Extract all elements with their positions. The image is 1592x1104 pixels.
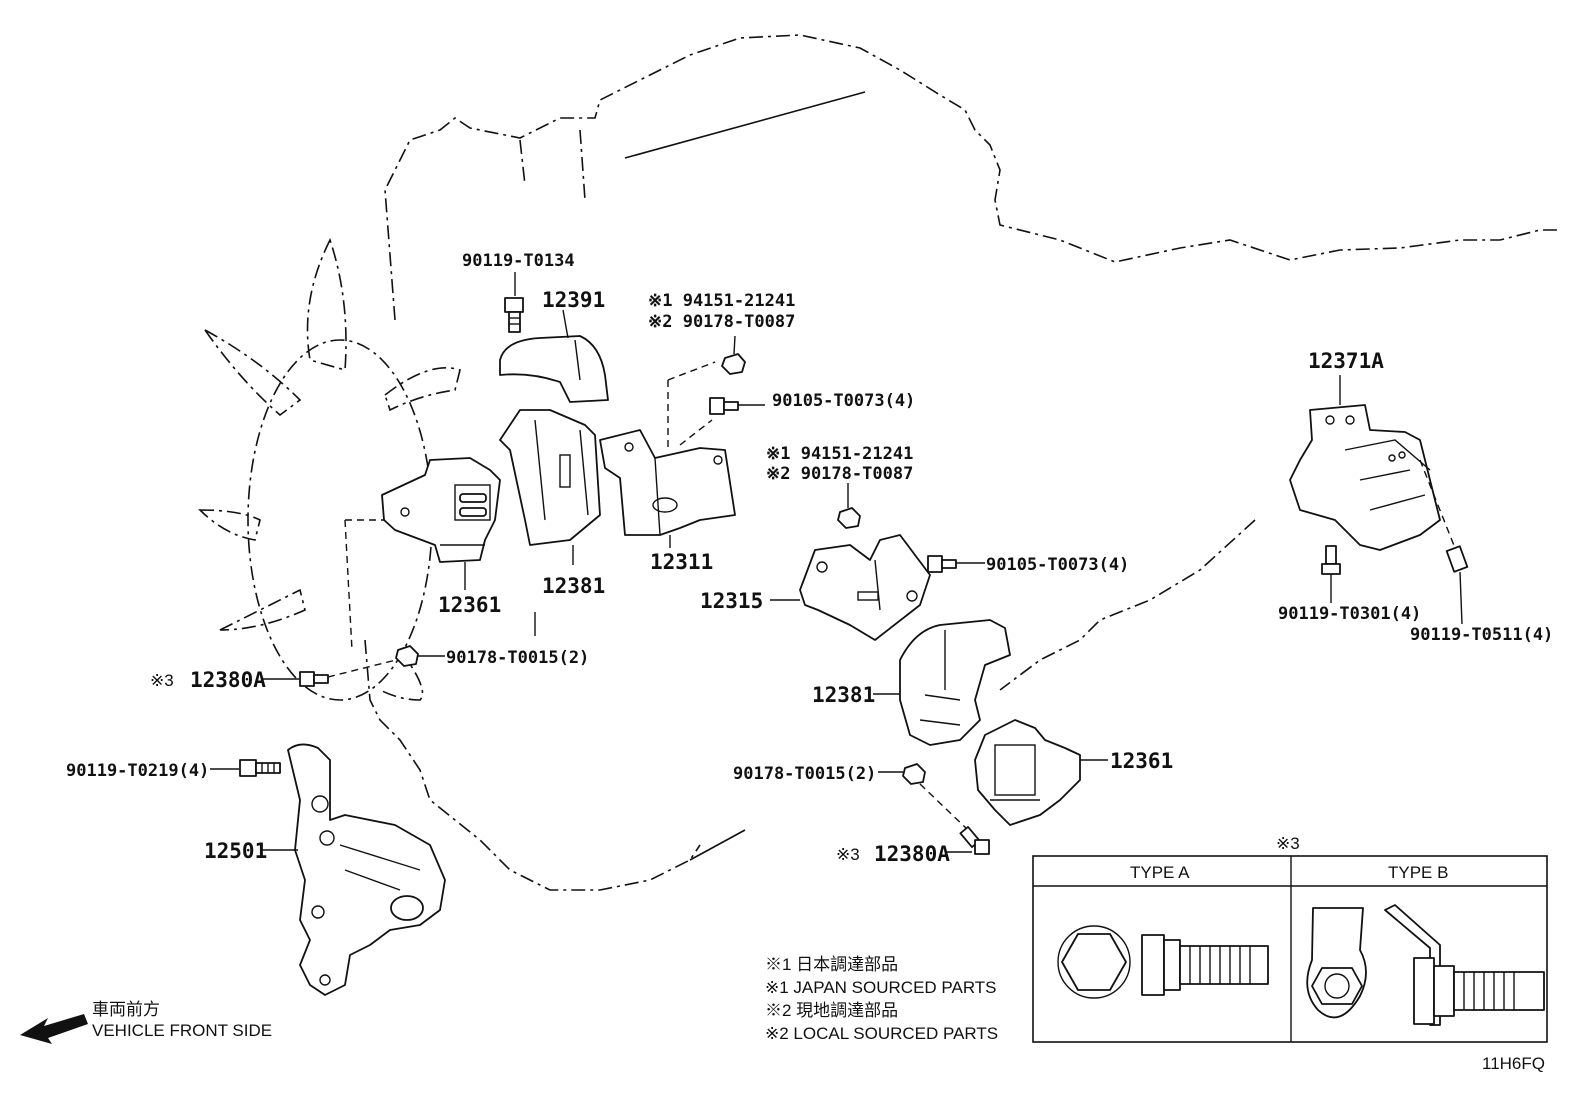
type-box [1032, 855, 1548, 1043]
label-90178-T0015-a: 90178-T0015(2) [446, 648, 589, 668]
label-12501: 12501 [204, 839, 267, 863]
label-90119-T0511: 90119-T0511(4) [1410, 625, 1553, 645]
direction-en: VEHICLE FRONT SIDE [92, 1021, 272, 1040]
part-12381-right-insulator [899, 619, 1011, 746]
label-12381-b: 12381 [812, 683, 875, 707]
dash-bolt-a [679, 419, 713, 446]
nut-90178-T0015-a [395, 645, 419, 667]
part-12371A-rear-mount [1289, 404, 1441, 551]
note-2-jp: ※2 現地調達部品 [765, 1001, 898, 1020]
note-2-en: ※2 LOCAL SOURCED PARTS [765, 1024, 998, 1043]
label-12361-a: 12361 [438, 593, 501, 617]
part-12361-left-mount [381, 457, 501, 563]
type-box-heading: ※3 [1276, 834, 1300, 853]
note-1-en: ※1 JAPAN SOURCED PARTS [765, 978, 997, 997]
bolt-12380A-a [299, 671, 329, 687]
type-b-label: TYPE B [1388, 863, 1448, 882]
leader-12391 [562, 309, 569, 339]
diagram-code: 11H6FQ [1482, 1054, 1545, 1073]
nut-90178-T0015-b [902, 763, 926, 785]
label-12380A-a: 12380A [190, 668, 266, 692]
leader-nut-a [733, 335, 736, 355]
bolt-90105-T0073-a [709, 397, 739, 415]
direction-jp: 車両前方 [92, 1000, 160, 1019]
bolt-90105-T0073-b [927, 555, 957, 573]
fan-outline [198, 237, 461, 701]
label-12380A-a-mark: ※3 [150, 671, 174, 690]
part-12391-insulator [499, 335, 609, 403]
label-12391: 12391 [542, 288, 605, 312]
type-a-label: TYPE A [1130, 863, 1190, 882]
nut-94151-21241-a [721, 353, 746, 375]
label-90105-T0073-b: 90105-T0073(4) [986, 555, 1129, 575]
bolt-90119-T0134 [504, 297, 524, 333]
label-12380A-b-mark: ※3 [836, 845, 860, 864]
label-90178-T0015-b: 90178-T0015(2) [733, 764, 876, 784]
dash-left-vert [344, 519, 353, 651]
label-12311: 12311 [650, 550, 713, 574]
label-12361-b: 12361 [1110, 749, 1173, 773]
note-1-jp: ※1 日本調達部品 [765, 955, 898, 974]
label-90119-T0134: 90119-T0134 [462, 251, 575, 271]
label-nut-a-local: ※2 90178-T0087 [648, 312, 795, 332]
dash-12380A-a [327, 659, 397, 678]
type-a-bolt-drawing [1057, 925, 1269, 999]
label-90119-T0219: 90119-T0219(4) [66, 761, 209, 781]
nut-94151-21241-b [837, 507, 861, 529]
engine-outline [364, 34, 1560, 891]
label-90105-T0073-a: 90105-T0073(4) [772, 391, 915, 411]
leader-90119-T0511 [1459, 571, 1463, 625]
bolt-90119-T0511 [1445, 545, 1469, 573]
dash-90119-T0511 [1419, 459, 1456, 549]
label-12315: 12315 [700, 589, 763, 613]
label-nut-b-local: ※2 90178-T0087 [766, 464, 913, 484]
label-nut-b-jp: ※1 94151-21241 [766, 444, 913, 464]
label-12371A: 12371A [1308, 349, 1384, 373]
label-12381-a: 12381 [542, 574, 605, 598]
front-arrow-icon [20, 1014, 88, 1044]
dash-12380A-b [919, 783, 969, 831]
bolt-90119-T0219 [239, 759, 281, 777]
bolt-12380A-b [959, 825, 990, 855]
part-12381-left-insulator [499, 409, 601, 546]
part-12315-bracket [799, 534, 931, 641]
part-12361-right-mount [974, 719, 1081, 826]
dash-nut-a [667, 361, 716, 381]
label-12380A-b: 12380A [874, 842, 950, 866]
type-b-bolt-drawing [1306, 904, 1545, 1026]
bolt-90119-T0301 [1321, 545, 1341, 575]
label-nut-a-jp: ※1 94151-21241 [648, 291, 795, 311]
part-12311-bracket [599, 429, 736, 536]
part-12501-bracket [287, 743, 446, 996]
label-90119-T0301: 90119-T0301(4) [1278, 604, 1421, 624]
